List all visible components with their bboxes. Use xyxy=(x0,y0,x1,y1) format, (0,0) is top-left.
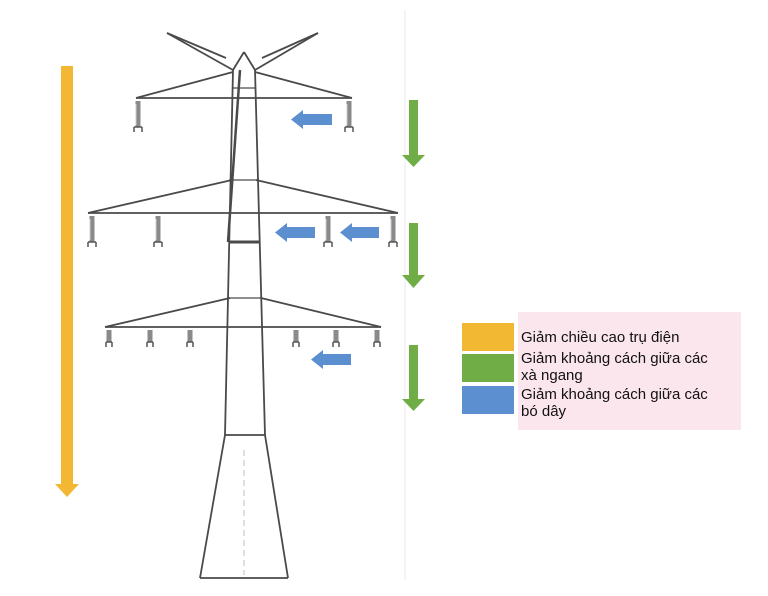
crossarm-spacing-arrows xyxy=(402,100,425,411)
legend-swatch-height xyxy=(462,323,514,351)
legend-swatch-bundle xyxy=(462,386,514,414)
tower-height-arrow xyxy=(55,66,79,497)
legend-label-bundle: Giảm khoảng cách giữa các bó dây xyxy=(521,386,708,420)
tower-structure xyxy=(87,32,399,579)
bundle-spacing-arrow-2 xyxy=(275,223,315,242)
crossarm-spacing-arrow-middle xyxy=(402,223,425,288)
crossarm-spacing-arrow-bottom xyxy=(402,345,425,411)
legend-panel xyxy=(518,312,741,430)
legend-label-height: Giảm chiều cao trụ điện xyxy=(521,329,680,346)
insulators xyxy=(88,101,397,347)
crossarm-spacing-arrow-top xyxy=(402,100,425,167)
legend-swatch-crossarm xyxy=(462,354,514,382)
bundle-spacing-arrows xyxy=(275,110,379,369)
bundle-spacing-arrow-1 xyxy=(291,110,332,129)
legend-label-crossarm: Giảm khoảng cách giữa các xà ngang xyxy=(521,350,708,384)
bundle-spacing-arrow-3 xyxy=(340,223,379,242)
bundle-spacing-arrow-4 xyxy=(311,350,351,369)
